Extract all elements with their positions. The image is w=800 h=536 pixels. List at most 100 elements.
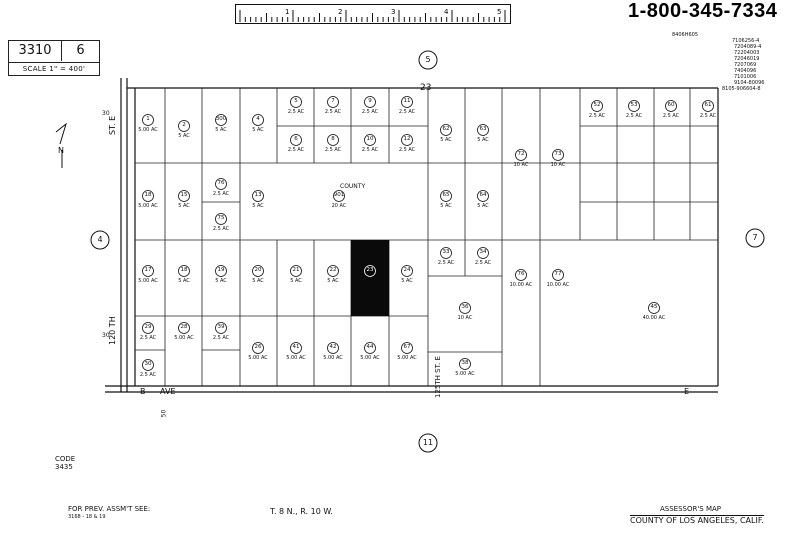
parcel-circle — [401, 96, 413, 108]
parcel-circle — [591, 100, 603, 112]
parcel-number[interactable]: 76 — [217, 180, 225, 186]
parcel-circle — [628, 100, 640, 112]
parcel-number[interactable]: 22 — [329, 267, 337, 273]
parcel-circle — [440, 247, 452, 259]
parcel-number[interactable]: 20 — [254, 267, 262, 273]
revision-entry: 9104-80096 — [734, 80, 765, 86]
street-bottom-name: AVE — [160, 387, 176, 396]
parcel-number[interactable]: 23 — [366, 267, 374, 273]
parcel-number[interactable]: 18 — [180, 267, 188, 273]
parcel-area: 2.5 AC — [398, 147, 416, 153]
parcel-number[interactable]: 44 — [366, 344, 374, 350]
parcel-area: 5 AC — [178, 203, 190, 209]
parcel-circle — [552, 269, 564, 281]
parcel-area: 5 AC — [290, 278, 302, 284]
parcel-number[interactable]: 76 — [517, 271, 525, 277]
page-number: 6 — [76, 43, 85, 58]
ruler-label: 5 — [497, 8, 501, 16]
parcel-number[interactable]: 13 — [254, 192, 262, 198]
highlighted-parcel-23 — [351, 240, 389, 316]
parcel-number[interactable]: 300 — [215, 116, 227, 122]
parcel-area: 10.00 AC — [509, 282, 533, 288]
revision-entry: 7106256-4 — [732, 38, 760, 44]
revision-entry: 7404096 — [734, 68, 757, 74]
parcel-area: 2.5 AC — [212, 226, 230, 232]
parcel-number[interactable]: 2 — [182, 122, 186, 128]
parcel-number[interactable]: 5 — [294, 98, 298, 104]
parcel-number[interactable]: 6 — [294, 136, 298, 142]
parcel-number[interactable]: 53 — [630, 102, 638, 108]
parcel-number[interactable]: 60 — [667, 102, 675, 108]
parcel-number[interactable]: 9 — [368, 98, 372, 104]
parcel-area: 5.00 AC — [174, 335, 194, 341]
parcel-area: 5.00 AC — [138, 203, 158, 209]
street-bottom-suffix: E — [684, 387, 690, 396]
parcel-number[interactable]: 42 — [329, 344, 337, 350]
parcel-number[interactable]: 33 — [442, 249, 450, 255]
parcel-number[interactable]: 17 — [144, 267, 152, 273]
parcel-circle — [327, 342, 339, 354]
parcel-number[interactable]: 45 — [650, 304, 658, 310]
parcel-circle — [327, 134, 339, 146]
parcel-number[interactable]: 28 — [180, 324, 188, 330]
parcel-number[interactable]: 19 — [217, 267, 225, 273]
parcel-number[interactable]: 4 — [256, 116, 260, 122]
parcel-area: 2.5 AC — [398, 109, 416, 115]
parcel-number[interactable]: 34 — [479, 249, 487, 255]
parcel-number[interactable]: 7 — [331, 98, 335, 104]
parcel-number[interactable]: 41 — [292, 344, 300, 350]
parcel-number[interactable]: 65 — [442, 192, 450, 198]
parcel-number[interactable]: 39 — [217, 324, 225, 330]
parcel-number[interactable]: 10 — [366, 136, 374, 142]
phone-number: 1-800-345-7334 — [628, 0, 778, 22]
parcel-number[interactable]: 18 — [144, 192, 152, 198]
parcel-number[interactable]: 29 — [144, 324, 152, 330]
parcel-circle — [252, 342, 264, 354]
parcel-number[interactable]: 1 — [146, 116, 150, 122]
book-page-box: 3310 6 SCALE 1" = 400' — [8, 40, 100, 76]
street-left-upper: ST. E — [108, 115, 117, 135]
map-boundary — [105, 78, 719, 393]
parcel-area: 2.5 AC — [212, 191, 230, 197]
parcel-number[interactable]: 67 — [403, 344, 411, 350]
parcel-number[interactable]: 21 — [292, 267, 300, 273]
parcel-number[interactable]: 73 — [554, 151, 562, 157]
parcel-area: 5.00 AC — [286, 355, 306, 361]
adjacent-map-right-label: 7 — [752, 233, 758, 242]
parcel-circle — [333, 190, 345, 202]
parcel-number[interactable]: 63 — [479, 126, 487, 132]
parcel-number[interactable]: 24 — [403, 267, 411, 273]
parcel-number[interactable]: 75 — [217, 215, 225, 221]
parcel-number[interactable]: 62 — [442, 126, 450, 132]
adjacent-map-left-label: 4 — [97, 235, 103, 244]
parcel-number[interactable]: 64 — [479, 192, 487, 198]
parcel-area: 5.00 AC — [248, 355, 268, 361]
parcel-area: 5 AC — [178, 278, 190, 284]
parcel-number[interactable]: 52 — [593, 102, 601, 108]
parcel-number[interactable]: 72 — [517, 151, 525, 157]
adjacent-map-top-label: 5 — [425, 55, 431, 64]
parcel-number[interactable]: 77 — [554, 271, 562, 277]
parcel-circle — [364, 342, 376, 354]
parcel-circle — [459, 302, 471, 314]
dimension-top: 30 — [102, 110, 110, 117]
parcel-number[interactable]: 12 — [403, 136, 411, 142]
parcel-number[interactable]: 8 — [331, 136, 335, 142]
parcel-number[interactable]: 36 — [461, 304, 469, 310]
parcel-number[interactable]: 30 — [144, 361, 152, 367]
parcel-circle — [215, 265, 227, 277]
parcel-circle — [327, 265, 339, 277]
parcel-circle — [290, 96, 302, 108]
parcel-circle — [459, 358, 471, 370]
parcel-area: 2.5 AC — [662, 113, 680, 119]
parcel-number[interactable]: 61 — [704, 102, 712, 108]
parcel-number[interactable]: 901 — [333, 192, 345, 198]
parcel-area: 2.5 AC — [361, 147, 379, 153]
parcel-number[interactable]: 11 — [403, 98, 411, 104]
parcel-circle — [215, 178, 227, 190]
parcel-number[interactable]: 15 — [180, 192, 188, 198]
parcel-number[interactable]: 26 — [254, 344, 262, 350]
street-vertical: 125TH ST. E — [434, 356, 442, 398]
parcel-number[interactable]: 38 — [461, 360, 469, 366]
